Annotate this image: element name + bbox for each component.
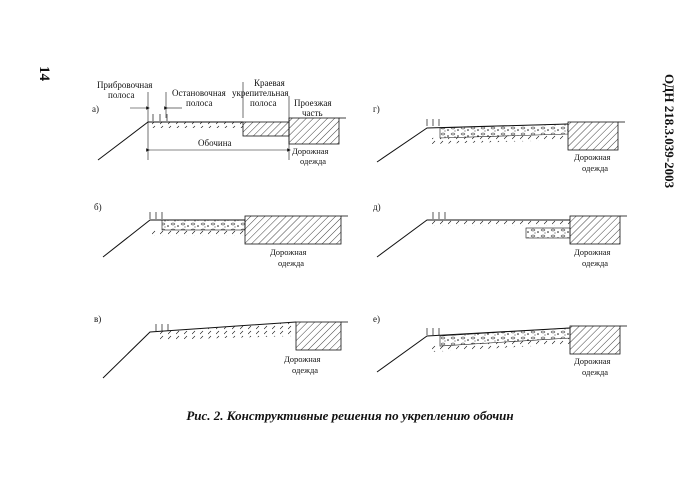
edge-strip-label-3: полоса (250, 98, 277, 108)
panel-label-v: в) (94, 314, 101, 324)
carriageway-label-1: Проезжая (294, 98, 331, 108)
road-pavement-label-e-1: Дорожная (574, 356, 611, 366)
panel-label-b: б) (94, 202, 102, 212)
panel-d: д) Дорожная одежда (373, 202, 627, 268)
road-pavement-label-g-2: одежда (582, 163, 608, 173)
panel-e: е) Дорожная одежда (373, 314, 627, 377)
edge-strip-label-1: Краевая (254, 78, 285, 88)
road-pavement-label-a-1: Дорожная (292, 146, 329, 156)
panel-label-g: г) (373, 104, 380, 114)
shoulder-label: Обочина (198, 138, 232, 148)
panel-label-d: д) (373, 202, 381, 212)
panel-v: в) Дорожная одежда (94, 314, 348, 379)
road-pavement-label-g-1: Дорожная (574, 152, 611, 162)
panel-label-e: е) (373, 314, 380, 324)
stopping-lane-label-1: Остановочная (172, 88, 226, 98)
stopping-lane-label-2: полоса (186, 98, 213, 108)
road-pavement-label-d-2: одежда (582, 258, 608, 268)
road-pavement-label-b-1: Дорожная (270, 247, 307, 257)
edge-strip-label-2: укрепительная (232, 88, 288, 98)
panel-a: а) Прибровочная полоса Остановочная поло… (92, 78, 346, 166)
road-pavement-label-e-2: одежда (582, 367, 608, 377)
approach-strip-label-1: Прибровочная (97, 80, 152, 90)
road-pavement-label-v-1: Дорожная (284, 354, 321, 364)
figure-caption: Рис. 2. Конструктивные решения по укрепл… (186, 408, 514, 423)
road-pavement-label-d-1: Дорожная (574, 247, 611, 257)
panel-g: г) Дорожная одежда (373, 104, 625, 173)
approach-strip-label-2: полоса (108, 90, 135, 100)
road-pavement-label-v-2: одежда (292, 365, 318, 375)
panel-b: б) Дорожная одежда (94, 202, 348, 268)
road-pavement-label-b-2: одежда (278, 258, 304, 268)
road-pavement-label-a-2: одежда (300, 156, 326, 166)
panel-label-a: а) (92, 104, 99, 114)
carriageway-label-2: часть (302, 108, 323, 118)
